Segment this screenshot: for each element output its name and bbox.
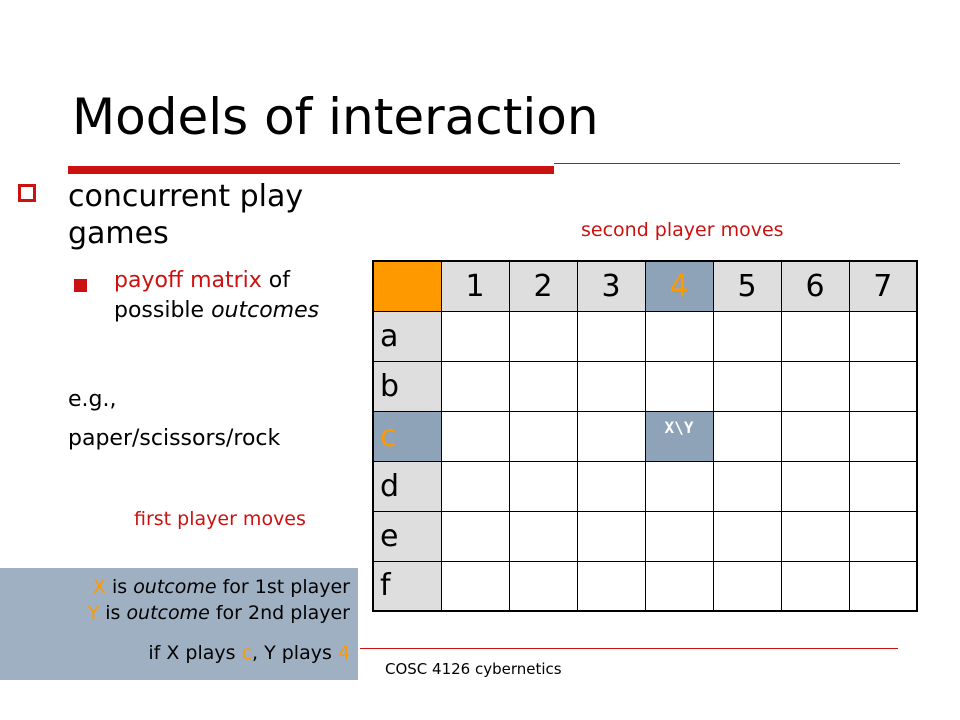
info-text: for 1st player [216,576,350,598]
matrix-cell [712,460,782,512]
info-outcome: outcome [133,576,217,598]
matrix-cell [712,560,782,612]
sub-bullet-text: of possible [114,268,290,323]
matrix-cell [508,360,578,412]
matrix-cell [780,310,850,362]
info-box: X is outcome for 1st player Y is outcome… [0,568,358,680]
outcome-cell: X\Y [644,410,714,462]
matrix-cell [848,560,918,612]
slide-title: Models of interaction [72,88,599,146]
matrix-row: d [372,460,918,512]
row-header-b: b [372,360,442,412]
row-header-f: f [372,560,442,612]
matrix-cell [508,310,578,362]
row-header-c: c [372,410,442,462]
info-text: , Y plays [252,642,338,664]
info-col-4: 4 [337,642,350,664]
matrix-cell [780,560,850,612]
sub-bullet-payoff: payoff matrix of possible outcomes [114,266,354,326]
matrix-cell [644,560,714,612]
matrix-cell [576,560,646,612]
sub-bullet-icon [74,279,87,292]
info-line-x: X is outcome for 1st player [0,574,350,600]
matrix-cell [440,310,510,362]
matrix-cell [440,460,510,512]
info-row-c: c [241,642,253,664]
matrix-cell [848,310,918,362]
matrix-cell [576,360,646,412]
matrix-cell [780,360,850,412]
matrix-cell [508,560,578,612]
matrix-cell [508,460,578,512]
info-outcome: outcome [126,602,210,624]
info-x: X [92,576,106,598]
matrix-cell [712,310,782,362]
footer-text: COSC 4126 cybernetics [385,660,562,678]
bullet-square-icon [18,184,36,202]
column-header-1: 1 [440,260,510,312]
column-header-7: 7 [848,260,918,312]
matrix-cell [644,310,714,362]
column-header-2: 2 [508,260,578,312]
matrix-cell [712,510,782,562]
title-underline [68,166,554,174]
column-header-3: 3 [576,260,646,312]
matrix-cell [712,410,782,462]
matrix-cell [440,560,510,612]
eg-example: paper/scissors/rock [68,426,281,451]
column-header-6: 6 [780,260,850,312]
row-header-d: d [372,460,442,512]
matrix-cell [780,460,850,512]
matrix-cell [576,460,646,512]
first-player-label: first player moves [134,508,306,530]
matrix-cell [848,360,918,412]
bullet-concurrent-play: concurrent play games [68,179,304,251]
info-line-y: Y is outcome for 2nd player [0,600,350,626]
row-header-e: e [372,510,442,562]
eg-label: e.g., [68,387,117,412]
matrix-cell [780,410,850,462]
matrix-cell [644,510,714,562]
matrix-cell [848,410,918,462]
info-y: Y [87,602,100,624]
matrix-cell [644,360,714,412]
info-text: for 2nd player [209,602,350,624]
matrix-row: f [372,560,918,612]
outcomes-term: outcomes [211,298,320,323]
matrix-row: e [372,510,918,562]
matrix-cell [576,310,646,362]
matrix-cell [440,410,510,462]
matrix-cell [440,360,510,412]
title-rule [554,163,900,164]
matrix-row: b [372,360,918,412]
matrix-cell [508,410,578,462]
column-header-5: 5 [712,260,782,312]
row-header-a: a [372,310,442,362]
column-header-4: 4 [644,260,714,312]
matrix-cell [712,360,782,412]
second-player-label: second player moves [581,219,784,241]
matrix-corner [372,260,442,312]
matrix-cell [644,460,714,512]
matrix-cell [848,460,918,512]
payoff-matrix-term: payoff matrix [114,268,262,293]
matrix-cell [508,510,578,562]
matrix-row: a [372,310,918,362]
info-text: is [105,576,134,598]
matrix-cell [576,510,646,562]
matrix-cell [440,510,510,562]
matrix-cell [576,410,646,462]
matrix-cell [780,510,850,562]
matrix-cell [848,510,918,562]
info-text: is [99,602,127,624]
info-text: if X plays [148,642,242,664]
footer-rule [360,648,898,649]
matrix-row: c X\Y [372,410,918,462]
info-line-example: if X plays c, Y plays 4 [0,640,350,666]
